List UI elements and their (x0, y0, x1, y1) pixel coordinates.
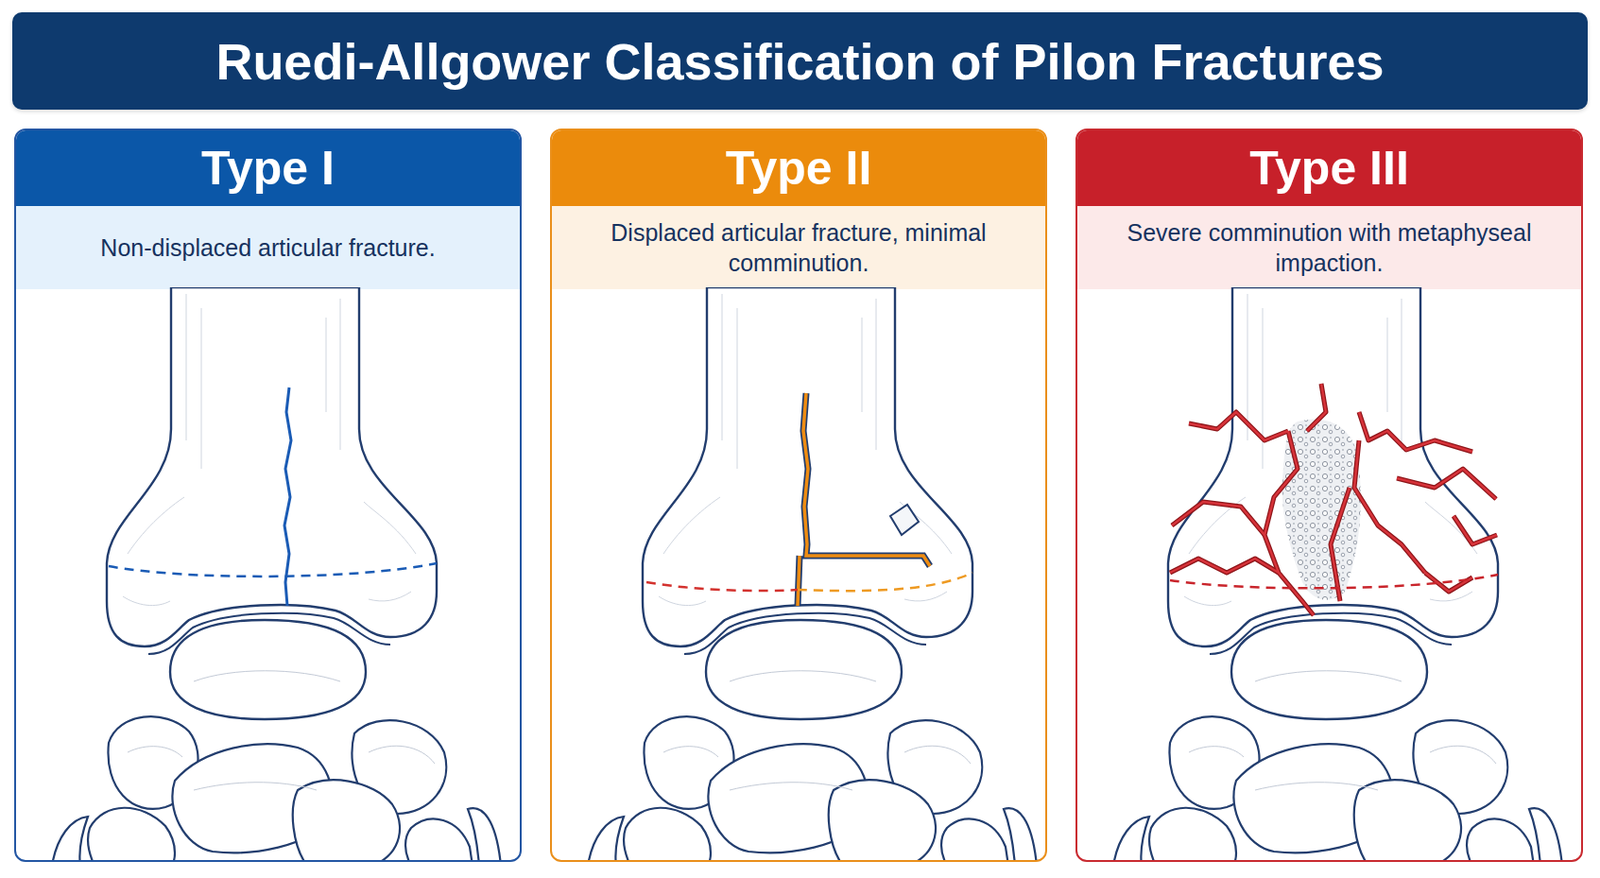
type-two-illustration (587, 287, 1037, 861)
type-description: Non-displaced articular fracture. (100, 232, 435, 263)
crack-outline (1169, 383, 1497, 616)
type-heading: Type I (201, 140, 335, 196)
bone-fragment (890, 504, 919, 535)
type-description: Severe comminution with metaphyseal impa… (1109, 217, 1549, 278)
description-band: Displaced articular fracture, minimal co… (551, 206, 1046, 290)
crack-line (1169, 383, 1497, 616)
ankle-bones (1113, 287, 1563, 861)
dashed-line (1169, 574, 1498, 588)
type-heading: Type II (725, 140, 873, 196)
description-band: Severe comminution with metaphyseal impa… (1077, 206, 1582, 290)
description-band: Non-displaced articular fracture. (16, 206, 520, 290)
panel-header: Type III (1077, 130, 1582, 207)
panel-header: Type I (16, 130, 520, 207)
fracture-outline (797, 393, 930, 606)
dashed-line (108, 563, 437, 577)
type-heading: Type III (1249, 140, 1410, 196)
ankle-bones (587, 287, 1037, 861)
diagram-title: Ruedi-Allgower Classification of Pilon F… (215, 32, 1384, 91)
type-panel: Type II Displaced articular fracture, min… (550, 128, 1048, 862)
panel-header: Type II (551, 130, 1046, 207)
type-three-illustration (1113, 287, 1563, 861)
dashed-line (797, 572, 973, 591)
comminution-area (1282, 418, 1361, 600)
type-panel: Type I Non-displaced articular fracture. (14, 128, 522, 862)
type-description: Displaced articular fracture, minimal co… (584, 217, 1014, 278)
fracture-line (797, 393, 930, 606)
fracture-line (284, 387, 292, 606)
ankle-bones (51, 287, 501, 861)
type-panel: Type III Severe comminution with metaphys… (1075, 128, 1583, 862)
title-bar: Ruedi-Allgower Classification of Pilon F… (12, 12, 1588, 110)
type-one-illustration (51, 287, 501, 861)
dashed-line (646, 582, 798, 591)
